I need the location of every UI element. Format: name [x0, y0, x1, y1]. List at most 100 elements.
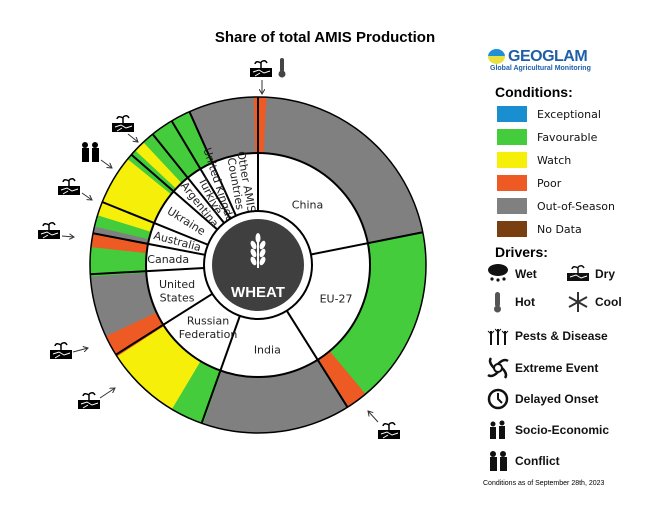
cyclone-icon — [487, 357, 509, 379]
legend-swatch — [497, 106, 527, 122]
condition-segment-watch — [116, 325, 201, 410]
country-ring-border — [145, 152, 371, 378]
legend-label: No Data — [537, 222, 582, 236]
arrow-icon — [81, 192, 92, 200]
dry-soil-icon — [38, 221, 60, 239]
family-icon — [490, 420, 505, 439]
legend-label: Exceptional — [537, 107, 601, 121]
country-segment — [173, 177, 225, 230]
country-label: India — [254, 343, 281, 356]
legend-condition-watch: Watch — [497, 152, 571, 168]
country-label-line: United — [159, 278, 195, 291]
arrow-icon — [99, 388, 115, 399]
rain-cloud-icon — [488, 264, 508, 282]
condition-segment-out-of-season — [93, 225, 150, 244]
country-divider — [310, 231, 423, 256]
driver-label: Socio-Economic — [515, 423, 610, 437]
driver-label: Conflict — [515, 454, 560, 468]
country-divider — [170, 120, 232, 220]
country-divider — [115, 292, 213, 356]
country-divider — [188, 111, 237, 217]
country-label-line: India — [254, 343, 281, 356]
legend-label: Poor — [537, 176, 562, 190]
legend-condition-favourable: Favourable — [497, 129, 597, 145]
dry-soil-icon — [567, 264, 589, 281]
condition-segment-poor — [90, 232, 149, 254]
country-segment — [212, 153, 258, 216]
arrow-icon — [61, 236, 74, 237]
legend-label: Favourable — [537, 130, 598, 144]
country-label: China — [292, 199, 323, 212]
country-label-line: China — [292, 199, 323, 212]
legend-condition-exceptional: Exceptional — [497, 106, 601, 122]
arrow-icon — [127, 133, 138, 142]
condition-segment-poor — [105, 312, 165, 357]
legend-driver-wet: Wet — [487, 263, 537, 285]
country-label: EU-27 — [320, 292, 353, 305]
thermometer-icon — [494, 292, 501, 313]
legend-swatch — [497, 152, 527, 168]
driver-label: Wet — [515, 267, 537, 281]
country-segment — [154, 191, 218, 245]
dry-soil-icon — [78, 391, 100, 409]
conditions-title: Conditions: — [495, 84, 573, 100]
country-label-line: EU-27 — [320, 292, 353, 305]
condition-segment-poor — [318, 351, 366, 407]
chart-title: Share of total AMIS Production — [214, 29, 436, 46]
dry-soil-icon — [112, 114, 134, 132]
legend-driver-socio-economic: Socio-Economic — [487, 419, 609, 441]
legend-swatch — [497, 129, 527, 145]
condition-segment-out-of-season — [263, 97, 423, 244]
country-divider — [285, 310, 349, 408]
pests-icon — [487, 328, 509, 345]
legend-label: Watch — [537, 153, 572, 167]
country-divider — [92, 232, 206, 256]
legend-driver-cool: Cool — [567, 291, 622, 313]
country-segment — [286, 243, 370, 360]
legend-swatch — [497, 221, 527, 237]
driver-label: Pests & Disease — [515, 329, 608, 343]
arrow-icon — [100, 159, 112, 168]
legend-driver-pests-disease: Pests & Disease — [487, 325, 608, 347]
dry-soil-icon — [378, 421, 400, 439]
legend-driver-conflict: Conflict — [487, 450, 560, 472]
condition-segment-favourable — [152, 111, 213, 179]
driver-label: Hot — [515, 295, 535, 309]
legend-driver-hot: Hot — [487, 291, 535, 313]
conditions-date: Conditions as of September 28th, 2023 — [483, 480, 605, 487]
legend-driver-delayed-onset: Delayed Onset — [487, 388, 598, 410]
soldiers-icon — [82, 142, 99, 162]
condition-segment-favourable — [143, 134, 188, 184]
condition-segment-favourable — [90, 246, 147, 277]
country-label-line: Russian — [187, 315, 229, 328]
legend-condition-no-data: No Data — [497, 221, 582, 237]
country-label-line: States — [160, 291, 195, 304]
country-divider — [130, 153, 218, 231]
condition-segment-out-of-season — [202, 359, 349, 434]
legend-swatch — [497, 175, 527, 191]
wheat-icon — [250, 233, 266, 268]
country-segment — [200, 162, 236, 219]
legend-driver-extreme-event: Extreme Event — [487, 357, 598, 379]
country-segment — [148, 222, 208, 255]
condition-segment-out-of-season — [90, 272, 157, 337]
clock-icon — [487, 388, 509, 410]
dry-soil-icon — [58, 177, 80, 195]
legend-driver-dry: Dry — [567, 263, 615, 285]
thermometer-icon — [278, 58, 286, 78]
legend-label: Out-of-Season — [537, 199, 616, 213]
country-segment — [187, 168, 231, 223]
driver-label: Cool — [595, 295, 622, 309]
country-divider — [200, 315, 241, 424]
legend-condition-poor: Poor — [497, 175, 561, 191]
arrow-icon — [72, 348, 88, 353]
drivers-title: Drivers: — [495, 244, 548, 260]
soldiers-icon — [490, 451, 507, 471]
dry-soil-icon — [250, 59, 272, 77]
condition-segment-favourable — [171, 360, 222, 424]
country-divider — [90, 266, 205, 276]
